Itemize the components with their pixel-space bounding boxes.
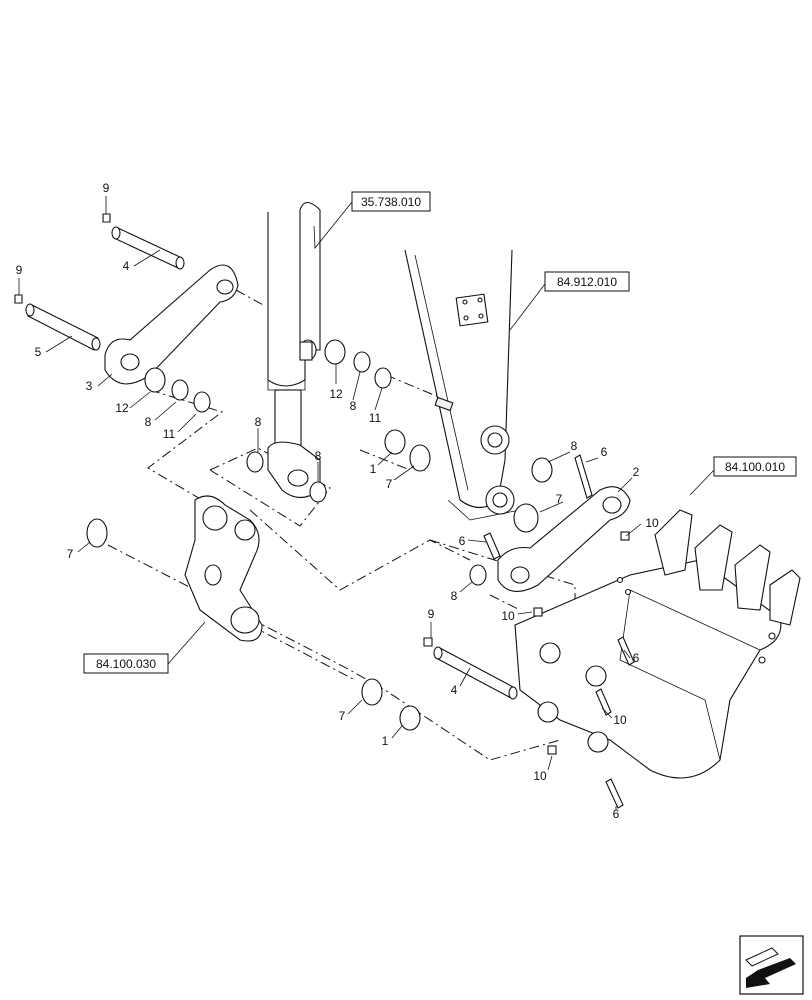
callout-6: 6 [459, 534, 466, 548]
callout-10: 10 [533, 769, 547, 783]
callout-7: 7 [339, 709, 346, 723]
callout-9: 9 [103, 181, 110, 195]
callout-8: 8 [451, 589, 458, 603]
cylinder-assembly [267, 201, 321, 499]
callout-5: 5 [35, 345, 42, 359]
bucket-assembly [514, 509, 801, 779]
callout-10: 10 [613, 713, 627, 727]
callout-8: 8 [571, 439, 578, 453]
callout-9: 9 [16, 263, 23, 277]
callout-labels: 9 4 9 5 3 12 8 11 12 8 11 8 8 1 7 8 6 2 … [16, 181, 659, 821]
callout-3: 3 [86, 379, 93, 393]
rings [86, 339, 553, 731]
callout-2: 2 [633, 465, 640, 479]
callout-7: 7 [386, 477, 393, 491]
callout-8: 8 [315, 449, 322, 463]
callout-7: 7 [67, 547, 74, 561]
callout-1: 1 [370, 462, 377, 476]
bolts [483, 454, 635, 809]
callout-7: 7 [556, 492, 563, 506]
callout-8: 8 [255, 415, 262, 429]
reference-bucket-label: 84.100.010 [725, 460, 785, 474]
callout-6: 6 [601, 445, 608, 459]
callout-8: 8 [145, 415, 152, 429]
link-3 [104, 264, 239, 385]
reference-link[interactable]: 84.100.030 [83, 653, 169, 674]
callout-9: 9 [428, 607, 435, 621]
arm-assembly [404, 249, 521, 521]
link-84.100.030 [184, 495, 263, 642]
reference-cylinder[interactable]: 35.738.010 [351, 191, 431, 212]
callout-10: 10 [501, 609, 515, 623]
callout-12: 12 [329, 387, 343, 401]
view-direction-arrow-icon[interactable] [739, 935, 804, 995]
callout-12: 12 [115, 401, 129, 415]
callout-6: 6 [633, 651, 640, 665]
pins [14, 213, 518, 700]
callout-4: 4 [123, 259, 130, 273]
reference-bucket[interactable]: 84.100.010 [713, 456, 797, 477]
reference-arm[interactable]: 84.912.010 [544, 271, 630, 292]
callout-1: 1 [382, 734, 389, 748]
link-2 [497, 486, 631, 592]
callout-4: 4 [451, 683, 458, 697]
assembly-dash-lines [107, 289, 576, 761]
callout-10: 10 [645, 516, 659, 530]
leader-lines [18, 196, 717, 810]
callout-6: 6 [613, 807, 620, 821]
reference-arm-label: 84.912.010 [557, 275, 617, 289]
callout-11: 11 [163, 427, 176, 441]
reference-link-label: 84.100.030 [96, 657, 156, 671]
callout-8: 8 [350, 399, 357, 413]
reference-cylinder-label: 35.738.010 [361, 195, 421, 209]
callout-11: 11 [369, 411, 382, 425]
